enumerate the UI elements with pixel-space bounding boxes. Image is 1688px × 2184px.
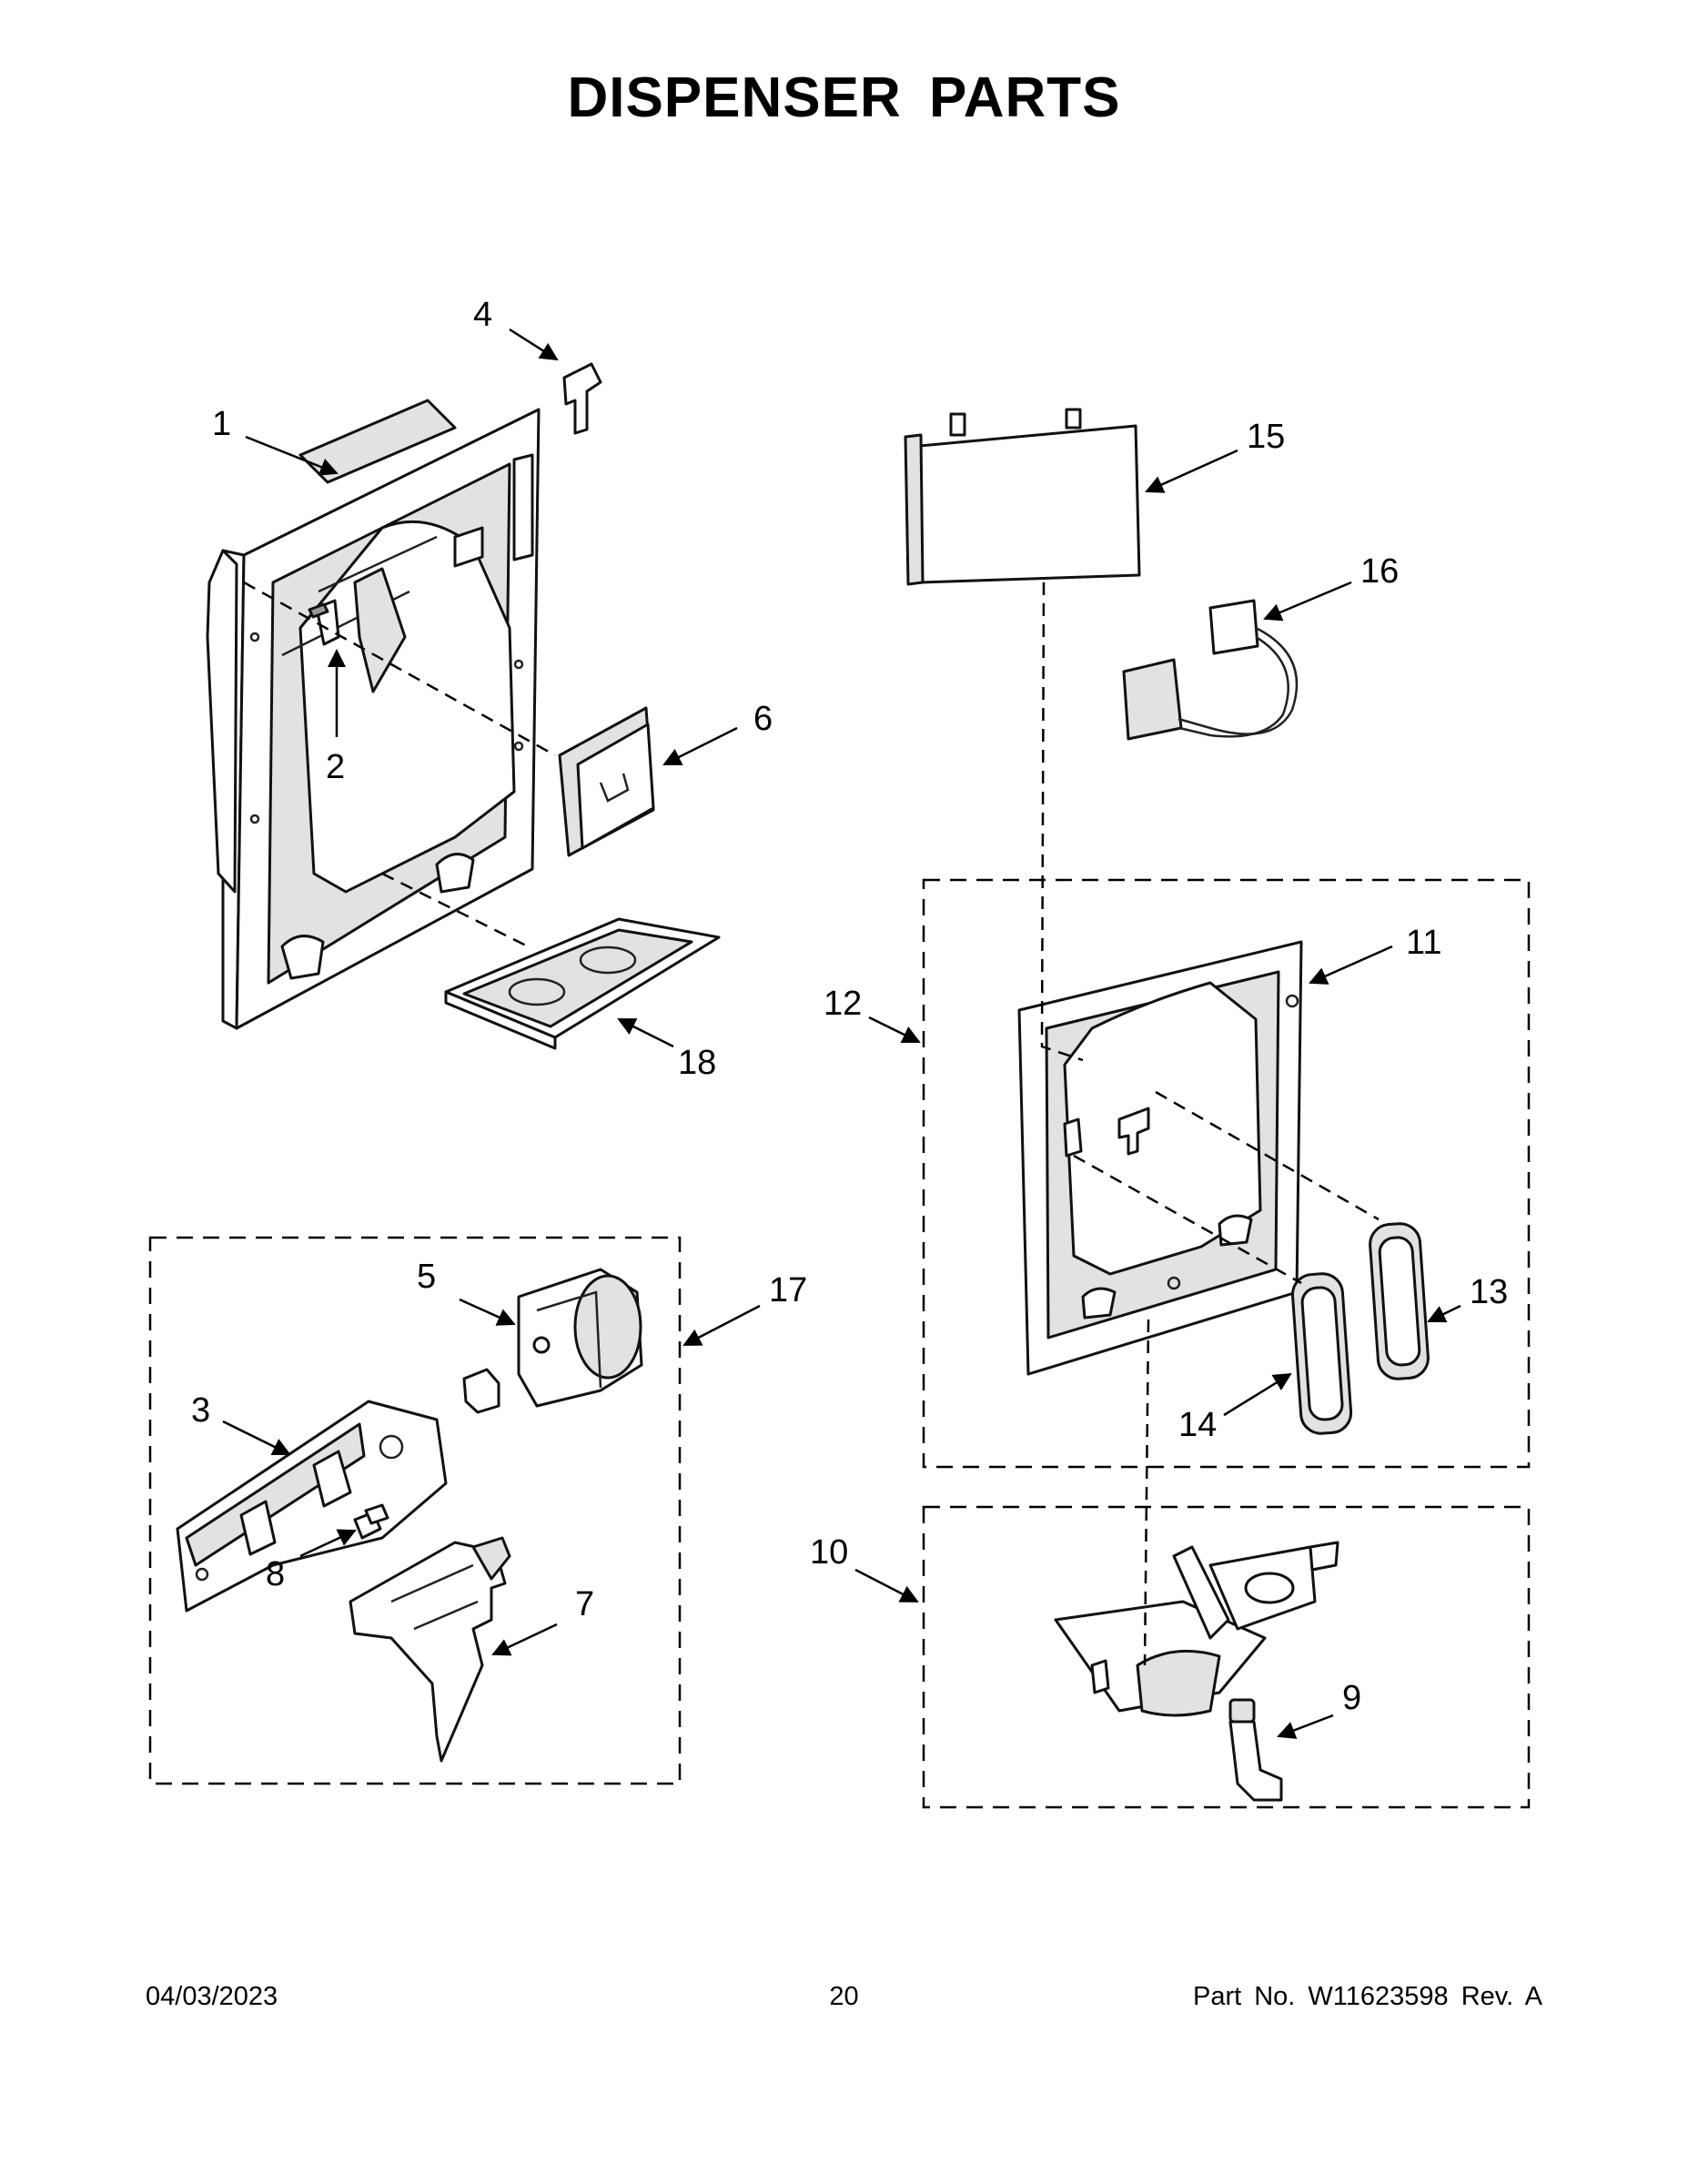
callout-7: 7	[575, 1585, 594, 1623]
callout-10: 10	[810, 1533, 848, 1572]
part-3-motor-mount	[176, 1400, 448, 1613]
part-15-control-module	[904, 408, 1141, 586]
callout-3: 3	[191, 1391, 210, 1430]
alignment-line	[243, 581, 556, 757]
bracket	[462, 1368, 500, 1414]
part-18-drip-tray	[444, 917, 721, 1050]
part-10-chute-assembly	[1054, 1541, 1339, 1717]
callout-16: 16	[1360, 552, 1399, 591]
part-6-cover	[558, 706, 655, 857]
callout-5: 5	[417, 1258, 436, 1296]
footer-date: 04/03/2023	[146, 1982, 278, 2011]
callout-8: 8	[266, 1555, 285, 1593]
assembly-box-10	[922, 1505, 1531, 1809]
alignment-line	[1073, 1154, 1302, 1285]
callout-15: 15	[1247, 418, 1285, 456]
callout-1: 1	[212, 405, 231, 443]
footer-part-number: Part No. W11623598 Rev. A	[1192, 1982, 1542, 2011]
assembly-box-17	[148, 1236, 682, 1785]
callout-18: 18	[678, 1044, 716, 1082]
part-13-paddle	[1369, 1222, 1430, 1380]
part-5-motor	[517, 1268, 643, 1408]
part-4-clip	[562, 362, 602, 435]
footer-page-number: 20	[829, 1982, 859, 2011]
callout-6: 6	[753, 700, 773, 738]
page-title: DISPENSER PARTS	[567, 66, 1121, 129]
callout-2: 2	[326, 748, 345, 786]
callout-4: 4	[473, 296, 492, 334]
callout-13: 13	[1470, 1273, 1508, 1311]
part-2-screw	[308, 599, 340, 646]
leader-lines	[222, 328, 1461, 1739]
part-7-actuator-arm	[349, 1536, 511, 1763]
callout-12: 12	[824, 985, 862, 1023]
assembly-box-12	[922, 878, 1531, 1469]
part-11-dispenser-frame	[1017, 940, 1303, 1376]
callout-11: 11	[1406, 924, 1441, 962]
callout-9: 9	[1342, 1679, 1361, 1717]
part-14-paddle	[1290, 1272, 1353, 1435]
alignment-line	[1040, 581, 1084, 1062]
part-9-fitting	[1228, 1698, 1283, 1802]
part-8-pin	[353, 1503, 389, 1540]
alignment-line	[1155, 1090, 1380, 1221]
callout-14: 14	[1178, 1406, 1217, 1444]
alignment-line	[381, 872, 529, 948]
callout-17: 17	[769, 1271, 807, 1309]
part-16-wire-harness	[1122, 599, 1299, 741]
alignment-line	[1143, 1319, 1150, 1666]
part-1-dispenser-housing	[206, 399, 541, 1030]
